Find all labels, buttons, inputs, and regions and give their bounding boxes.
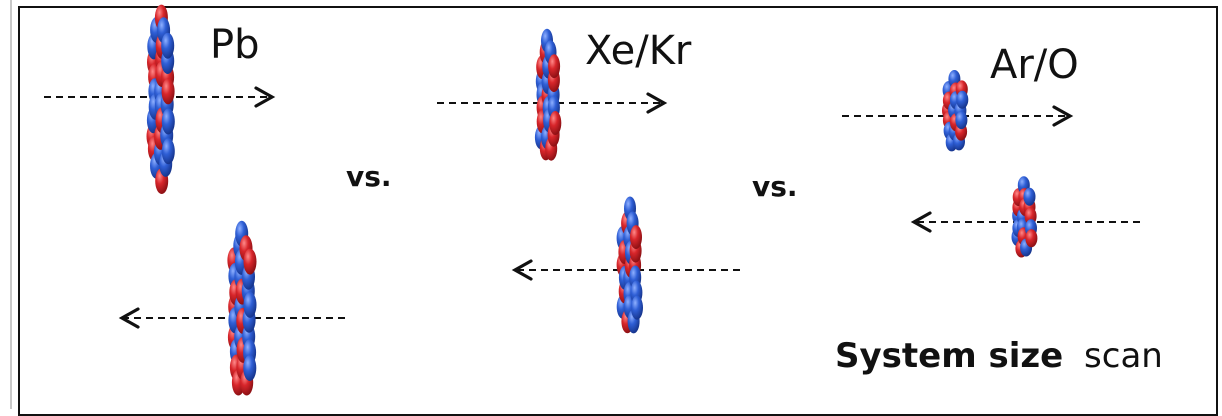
caption-normal: scan: [1084, 336, 1163, 376]
separator-vs-1: vs.: [346, 160, 392, 193]
nucleus-ar-o-outgoing: [1011, 176, 1038, 258]
neutron: [161, 138, 175, 165]
proton: [549, 111, 562, 135]
neutron: [243, 355, 257, 381]
neutron: [955, 111, 968, 130]
nucleus-label-xe-kr: Xe/Kr: [585, 28, 692, 74]
nucleus-pb-incoming: [146, 4, 175, 194]
neutron: [956, 90, 969, 109]
neutron: [161, 108, 175, 135]
proton: [630, 225, 642, 250]
nucleus-xe-kr-outgoing: [616, 196, 643, 334]
nucleus-pb-outgoing: [227, 220, 257, 396]
neutron: [631, 295, 643, 320]
proton: [548, 54, 561, 79]
proton: [161, 78, 175, 105]
caption-bold: System size: [835, 336, 1063, 376]
neutron: [1023, 187, 1036, 206]
nucleus-ar-o-incoming: [942, 70, 969, 152]
separator-vs-2: vs.: [752, 170, 798, 203]
caption: System size scan: [835, 336, 1163, 376]
proton: [1025, 229, 1038, 248]
neutron: [243, 291, 257, 318]
neutron: [161, 32, 175, 59]
proton: [243, 248, 257, 275]
left-edge-rule: [10, 0, 12, 409]
nucleus-label-pb: Pb: [210, 22, 260, 68]
nucleus-label-ar-o: Ar/O: [990, 42, 1079, 88]
nucleus-xe-kr-incoming: [534, 28, 562, 161]
